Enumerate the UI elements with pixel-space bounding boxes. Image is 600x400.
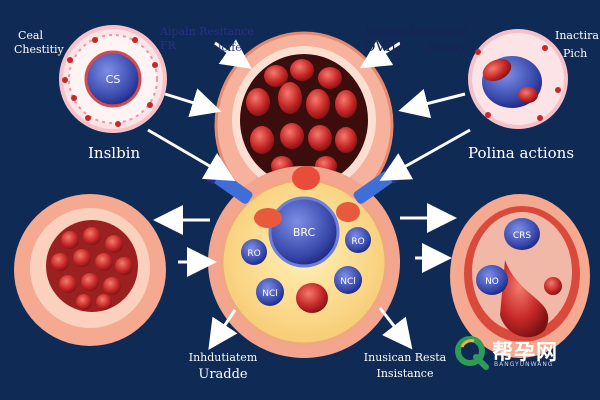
label-bottom-center-left-2: Uradde <box>198 367 248 382</box>
arrows <box>147 39 471 350</box>
center-nucleus-label: BRC <box>293 226 316 239</box>
label-top-center-right-2: OVIU <box>364 39 403 55</box>
center-small-label-2: RO <box>351 237 364 247</box>
arrow-top-left <box>164 88 222 117</box>
watermark-text: 帮孕网 <box>492 340 558 364</box>
arrow-left-diag <box>147 128 236 182</box>
label-top-center-left-3: lcife <box>218 41 242 54</box>
label-top-center-right-3: Pavary <box>428 41 466 54</box>
label-top-left-2: Chestitiy <box>14 43 64 56</box>
bottom-left-cell <box>14 194 166 346</box>
center-bottom-organ <box>205 164 402 358</box>
label-top-left-1: Ceal <box>18 29 44 42</box>
arrow-bottom-right-down <box>378 307 413 350</box>
right-small-label-2: NO <box>485 277 499 287</box>
label-top-center-left-2: FR <box>160 39 176 52</box>
top-left-nucleus-label: CS <box>106 73 121 86</box>
arrow-top-center-left <box>214 39 252 69</box>
watermark-logo-icon <box>455 336 489 370</box>
arrow-bottom-left-down <box>208 309 238 350</box>
top-left-cell <box>59 25 167 133</box>
label-bottom-center-right-1: Inusican Resta <box>363 351 447 364</box>
label-bottom-center-right-2: Insistance <box>376 367 434 380</box>
arrow-right-diag <box>379 128 471 181</box>
center-small-label-3: NCl <box>262 289 278 299</box>
watermark: 帮孕网 BANGYUNWANG <box>454 332 572 376</box>
bottom-right-cell <box>450 194 590 358</box>
center-small-label-1: RO <box>247 249 260 259</box>
right-small-label-1: CRS <box>513 231 532 241</box>
label-right-mid: Polina actions <box>468 144 575 162</box>
center-small-label-4: NCl <box>340 277 356 287</box>
top-right-cell <box>468 29 568 129</box>
label-top-right-1: Inactira <box>555 29 599 42</box>
label-top-center-right-1: Dramto Dlecitncal <box>365 25 467 38</box>
arrow-top-right <box>398 89 466 119</box>
watermark-subtext: BANGYUNWANG <box>494 361 554 368</box>
arrow-top-center-right <box>359 39 401 69</box>
label-top-right-2: Pich <box>563 47 588 60</box>
label-bottom-center-left-1: Inhdutiatem <box>188 351 258 364</box>
label-top-center-left-1: Aipaln Resitance <box>160 25 254 38</box>
label-left-mid: Inslbin <box>88 144 141 162</box>
